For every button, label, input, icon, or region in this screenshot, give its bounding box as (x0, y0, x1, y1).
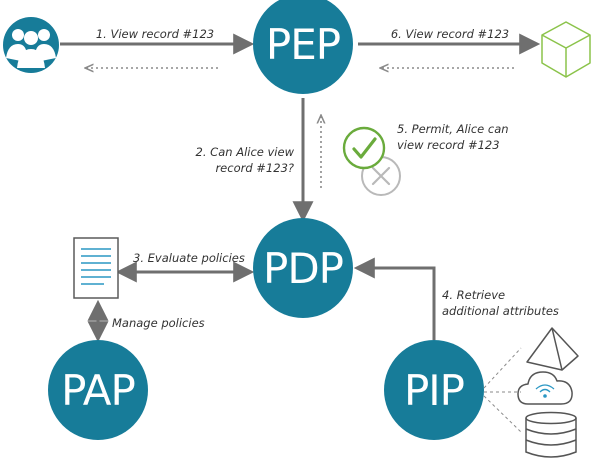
node-pdp: PDP (253, 218, 353, 318)
dotted-return-arrows (86, 68, 514, 188)
step-5-label-line1: 5. Permit, Alice can (397, 122, 509, 136)
users-group-icon (3, 17, 59, 73)
step-2-label-line1: 2. Can Alice view (196, 145, 295, 159)
step-2-label-line2: record #123? (215, 161, 294, 175)
node-pap-label: PAP (61, 366, 135, 415)
node-pip: PIP (384, 340, 484, 440)
cube-icon (541, 21, 591, 78)
step-1-label: 1. View record #123 (96, 27, 214, 41)
step-4-label-line1: 4. Retrieve (442, 288, 505, 302)
node-pep: PEP (253, 0, 353, 94)
document-icon (73, 237, 119, 299)
arrow-pdp-pip (353, 257, 436, 340)
step-5-label-line2: view record #123 (397, 138, 500, 152)
pyramid-icon (526, 327, 579, 371)
step-6-label: 6. View record #123 (391, 27, 509, 41)
arrows (60, 33, 541, 343)
pip-source-connectors (483, 347, 522, 433)
node-pip-label: PIP (404, 366, 464, 415)
manage-policies-label: Manage policies (112, 316, 205, 330)
node-pap: PAP (48, 340, 148, 440)
step-3-label: 3. Evaluate policies (133, 251, 245, 265)
database-icon (525, 411, 577, 458)
step-4-label-line2: additional attributes (442, 304, 559, 318)
check-circle-icon (342, 126, 386, 170)
cloud-icon (517, 371, 573, 405)
node-pdp-label: PDP (263, 244, 343, 293)
node-pep-label: PEP (266, 20, 340, 69)
